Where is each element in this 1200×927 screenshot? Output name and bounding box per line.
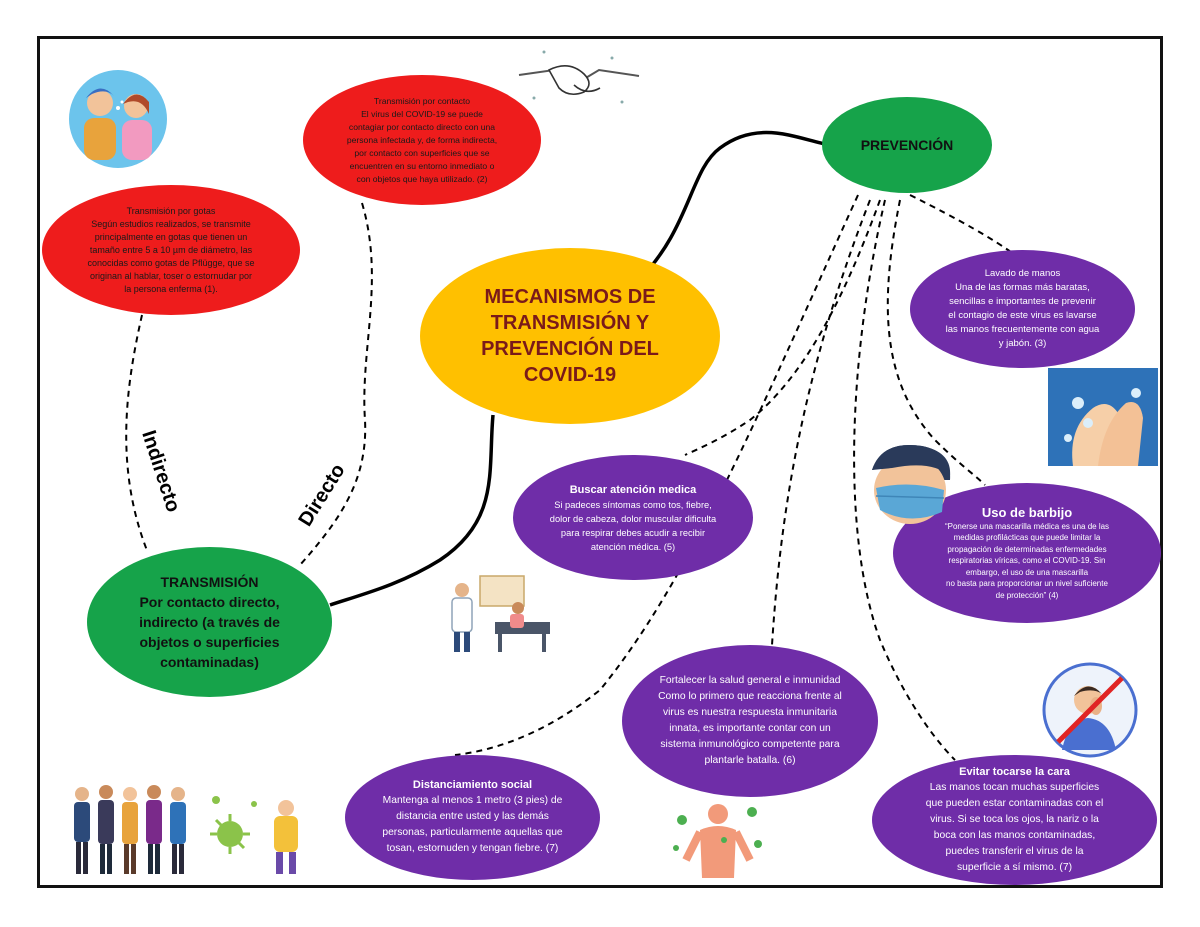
transmision-title: TRANSMISIÓN bbox=[160, 574, 259, 590]
gotas-title: Transmisión por gotas bbox=[126, 205, 216, 216]
barbijo-body: “Ponerse una mascarilla médica es una de… bbox=[944, 521, 1110, 600]
prevencion-title: PREVENCIÓN bbox=[860, 137, 954, 153]
coughing-children-illustration bbox=[69, 70, 167, 168]
salud-title: Fortalecer la salud general e inmunidad bbox=[659, 675, 841, 686]
connector-salud bbox=[771, 199, 871, 646]
transmision-body: Por contacto directo, indirecto (a travé… bbox=[139, 594, 280, 670]
connector-lavado bbox=[909, 194, 1016, 256]
gotas-node: Transmisión por gotas Según estudios rea… bbox=[42, 185, 300, 315]
central-title: MECANISMOS DE TRANSMISIÓN Y PREVENCIÓN D… bbox=[481, 286, 659, 386]
infected-body-illustration bbox=[673, 804, 762, 878]
connector-directo bbox=[299, 202, 373, 566]
salud-body: Como lo primero que reacciona frente al … bbox=[658, 691, 842, 766]
virus-illustration bbox=[210, 796, 298, 874]
barbijo-node: Uso de barbijo “Ponerse una mascarilla m… bbox=[893, 483, 1161, 623]
contacto-node: Transmisión por contacto El virus del CO… bbox=[303, 75, 541, 205]
connector-barbijo bbox=[886, 199, 986, 486]
diagram-frame bbox=[37, 36, 1163, 888]
prevencion-node: PREVENCIÓN bbox=[822, 97, 992, 193]
transmision-node: TRANSMISIÓN Por contacto directo, indire… bbox=[87, 547, 332, 697]
no-face-touch-illustration bbox=[1042, 662, 1138, 758]
contacto-body: El virus del COVID-19 se puede contagiar… bbox=[346, 108, 498, 184]
crowd-illustration bbox=[74, 785, 186, 874]
connector-central-prevencion bbox=[635, 130, 831, 284]
lavado-body: Una de las formas más baratas, sencillas… bbox=[945, 282, 1100, 349]
cara-title: Evitar tocarse la cara bbox=[959, 765, 1070, 778]
connector-atencion bbox=[684, 199, 881, 456]
atencion-title: Buscar atención medica bbox=[569, 483, 697, 496]
masked-man-illustration bbox=[872, 445, 951, 524]
gotas-body: Según estudios realizados, se transmite … bbox=[87, 218, 255, 294]
connector-distanciamiento bbox=[454, 194, 859, 756]
central-node: MECANISMOS DE TRANSMISIÓN Y PREVENCIÓN D… bbox=[420, 248, 720, 424]
cara-node: Evitar tocarse la cara Las manos tocan m… bbox=[872, 755, 1157, 885]
distanciamiento-body: Mantenga al menos 1 metro (3 pies) de di… bbox=[382, 795, 563, 854]
cara-body: Las manos tocan muchas superficies que p… bbox=[925, 781, 1104, 873]
handwashing-illustration bbox=[1048, 368, 1158, 466]
atencion-node: Buscar atención medica Si padeces síntom… bbox=[513, 455, 753, 580]
lavado-title: Lavado de manos bbox=[984, 268, 1061, 279]
atencion-body: Si padeces síntomas como tos, fiebre, do… bbox=[549, 499, 717, 552]
connector-indirecto bbox=[125, 314, 149, 554]
contacto-title: Transmisión por contacto bbox=[373, 95, 471, 106]
handshake-illustration bbox=[518, 50, 640, 104]
lavado-node: Lavado de manos Una de las formas más ba… bbox=[910, 250, 1135, 368]
doctor-patient-illustration bbox=[451, 575, 550, 652]
distanciamiento-node: Distanciamiento social Mantenga al menos… bbox=[345, 755, 600, 880]
barbijo-title: Uso de barbijo bbox=[981, 504, 1073, 520]
salud-node: Fortalecer la salud general e inmunidad … bbox=[622, 645, 878, 797]
distanciamiento-title: Distanciamiento social bbox=[412, 779, 533, 791]
connector-central-transmision bbox=[329, 414, 495, 607]
connector-cara bbox=[853, 199, 956, 761]
